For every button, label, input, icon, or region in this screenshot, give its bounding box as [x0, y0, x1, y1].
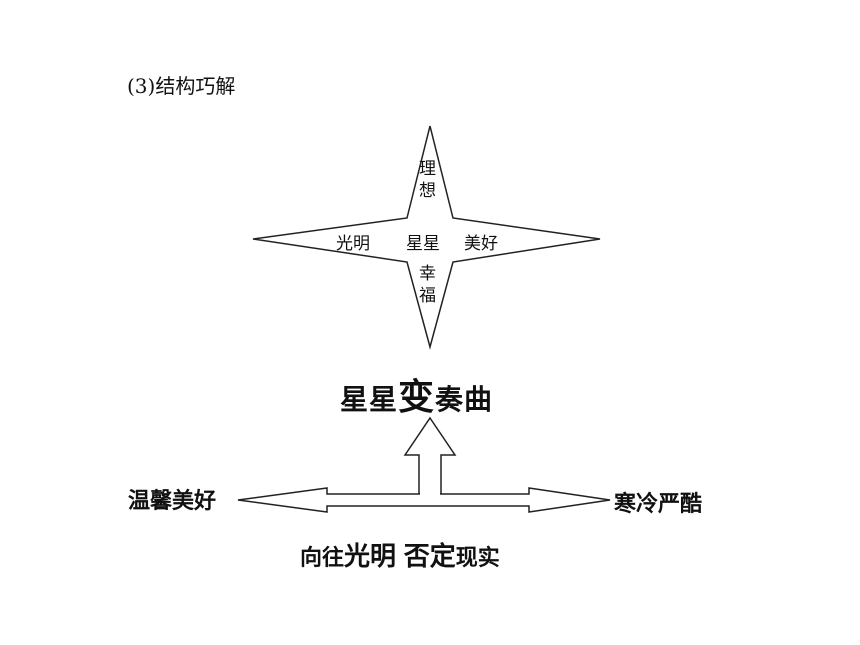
star-bottom-text: 幸 福	[419, 264, 436, 306]
four-point-star	[252, 125, 601, 350]
star-top-text: 理 想	[419, 159, 436, 201]
star-center-text: 星星	[406, 234, 440, 254]
star-right-text: 美好	[464, 234, 498, 254]
section-heading: (3)结构巧解	[127, 74, 236, 98]
up-arrow	[403, 416, 457, 495]
star-left-text: 光明	[336, 234, 370, 254]
left-label: 温馨美好	[128, 489, 217, 514]
diagram-title: 星星变奏曲	[340, 377, 494, 418]
horizontal-double-arrow	[237, 487, 611, 513]
bottom-caption: 向往光明 否定现实	[300, 542, 500, 572]
right-label: 寒冷严酷	[614, 492, 703, 517]
